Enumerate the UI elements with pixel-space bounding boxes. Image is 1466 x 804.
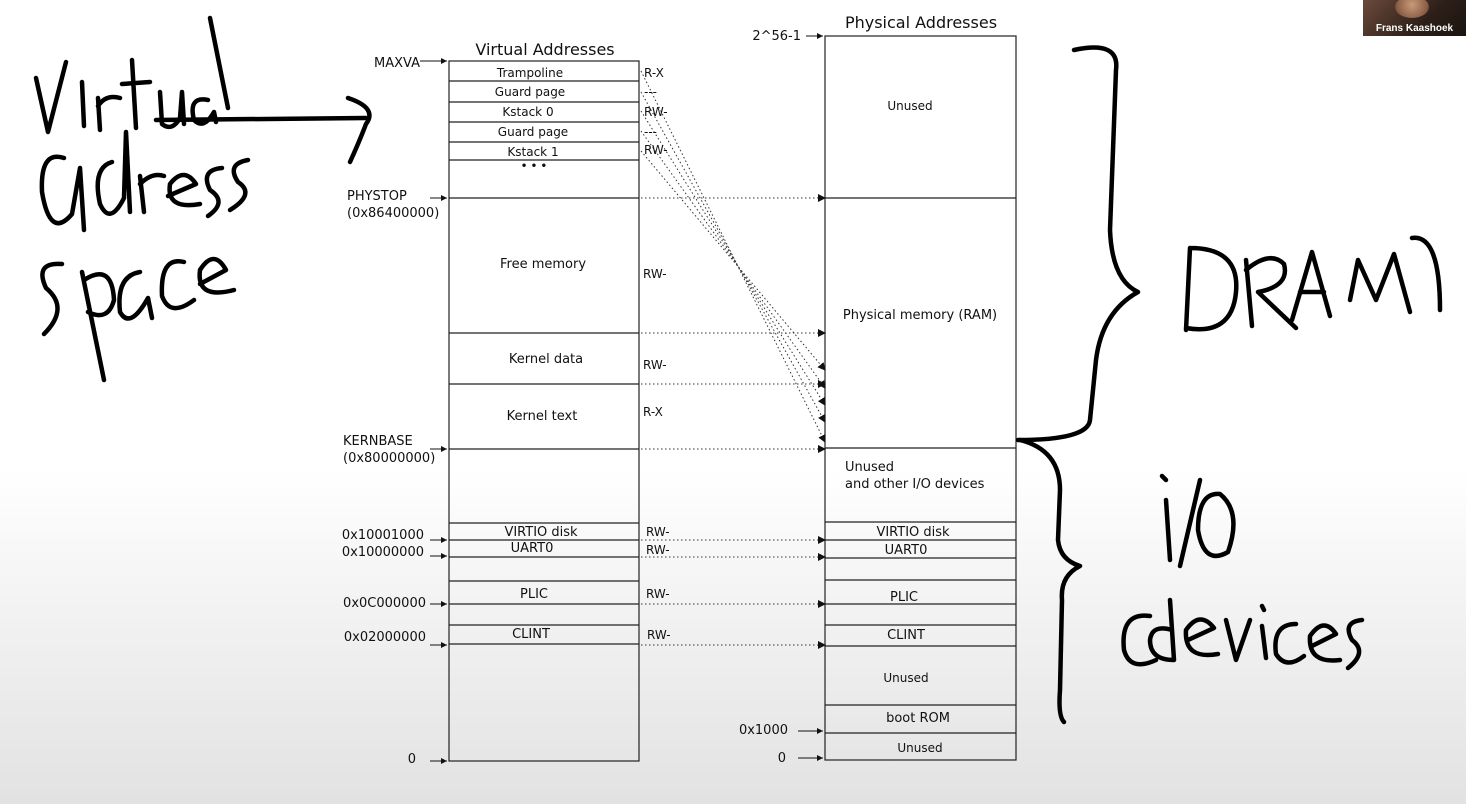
unused-io-region: Unused and other I/O devices: [845, 460, 985, 492]
boot-rom-region: boot ROM: [886, 711, 950, 726]
uart-address-label: 0x10000000: [341, 545, 424, 560]
plic-region: PLIC: [520, 587, 548, 602]
perm-kernel-text: R-X: [643, 405, 663, 419]
phys-zero-label: 0: [777, 751, 786, 766]
perm-kstack-1: RW-: [644, 143, 668, 157]
phystop-address: (0x86400000): [347, 206, 440, 221]
plic-address-label: 0x0C000000: [343, 596, 426, 611]
phys-clint-region: CLINT: [887, 628, 925, 643]
physical-addresses-title: Physical Addresses: [844, 13, 998, 32]
unused-bottom-region: Unused: [897, 741, 943, 755]
kernbase-address: (0x80000000): [343, 451, 436, 466]
free-memory-region: Free memory: [499, 257, 587, 272]
virtual-address-box: [448, 60, 640, 762]
physical-ram-region: Physical memory (RAM): [842, 308, 998, 323]
perm-virtio: RW-: [646, 525, 670, 539]
physical-address-box: [824, 35, 1017, 761]
stack-ellipsis: • • •: [520, 161, 548, 172]
trampoline-region: Trampoline: [496, 66, 564, 80]
physical-address-ticks: [798, 33, 823, 761]
phys-virtio-disk-region: VIRTIO disk: [876, 525, 950, 540]
unused-mid-region: Unused: [883, 671, 929, 685]
perm-trampoline: R-X: [644, 66, 664, 80]
perm-plic: RW-: [646, 587, 670, 601]
phys-plic-region: PLIC: [890, 590, 918, 605]
phystop-label: PHYSTOP: [347, 189, 407, 204]
clint-region: CLINT: [512, 627, 550, 642]
perm-guard-0: ---: [644, 85, 657, 99]
guard-page-0-region: Guard page: [494, 85, 566, 99]
kernel-data-region: Kernel data: [508, 352, 584, 367]
guard-page-1-region: Guard page: [497, 125, 569, 139]
kstack-0-region: Kstack 0: [502, 105, 554, 119]
perm-free-memory: RW-: [643, 267, 667, 281]
virtual-addresses-title: Virtual Addresses: [475, 40, 615, 59]
perm-uart: RW-: [646, 543, 670, 557]
uart0-region: UART0: [510, 541, 554, 556]
handwriting-strokes: [33, 15, 1443, 725]
virtual-zero-label: 0: [407, 752, 416, 767]
participant-name: Frans Kaashoek: [1375, 23, 1454, 34]
perm-clint: RW-: [647, 628, 671, 642]
virtio-address-label: 0x10001000: [341, 528, 424, 543]
virtio-disk-region: VIRTIO disk: [504, 525, 578, 540]
clint-address-label: 0x02000000: [343, 630, 426, 645]
bootrom-address-label: 0x1000: [738, 723, 788, 738]
kstack-1-region: Kstack 1: [507, 145, 559, 159]
phys-uart0-region: UART0: [884, 543, 928, 558]
participant-avatar: [1395, 0, 1429, 18]
unused-top-region: Unused: [887, 99, 933, 113]
kernel-text-region: Kernel text: [506, 409, 578, 424]
maxva-label: MAXVA: [374, 56, 420, 71]
kernbase-label: KERNBASE: [343, 434, 413, 449]
perm-kstack-0: RW-: [644, 105, 668, 119]
phys-top-address-label: 2^56-1: [752, 29, 801, 44]
perm-kernel-data: RW-: [643, 358, 667, 372]
perm-guard-1: ---: [644, 125, 657, 139]
virtual-address-ticks: [420, 58, 447, 764]
kstack-mapping-arrows: [640, 70, 826, 443]
video-participant-thumbnail[interactable]: Frans Kaashoek: [1363, 0, 1466, 36]
direct-mapping-arrows: [641, 194, 826, 649]
